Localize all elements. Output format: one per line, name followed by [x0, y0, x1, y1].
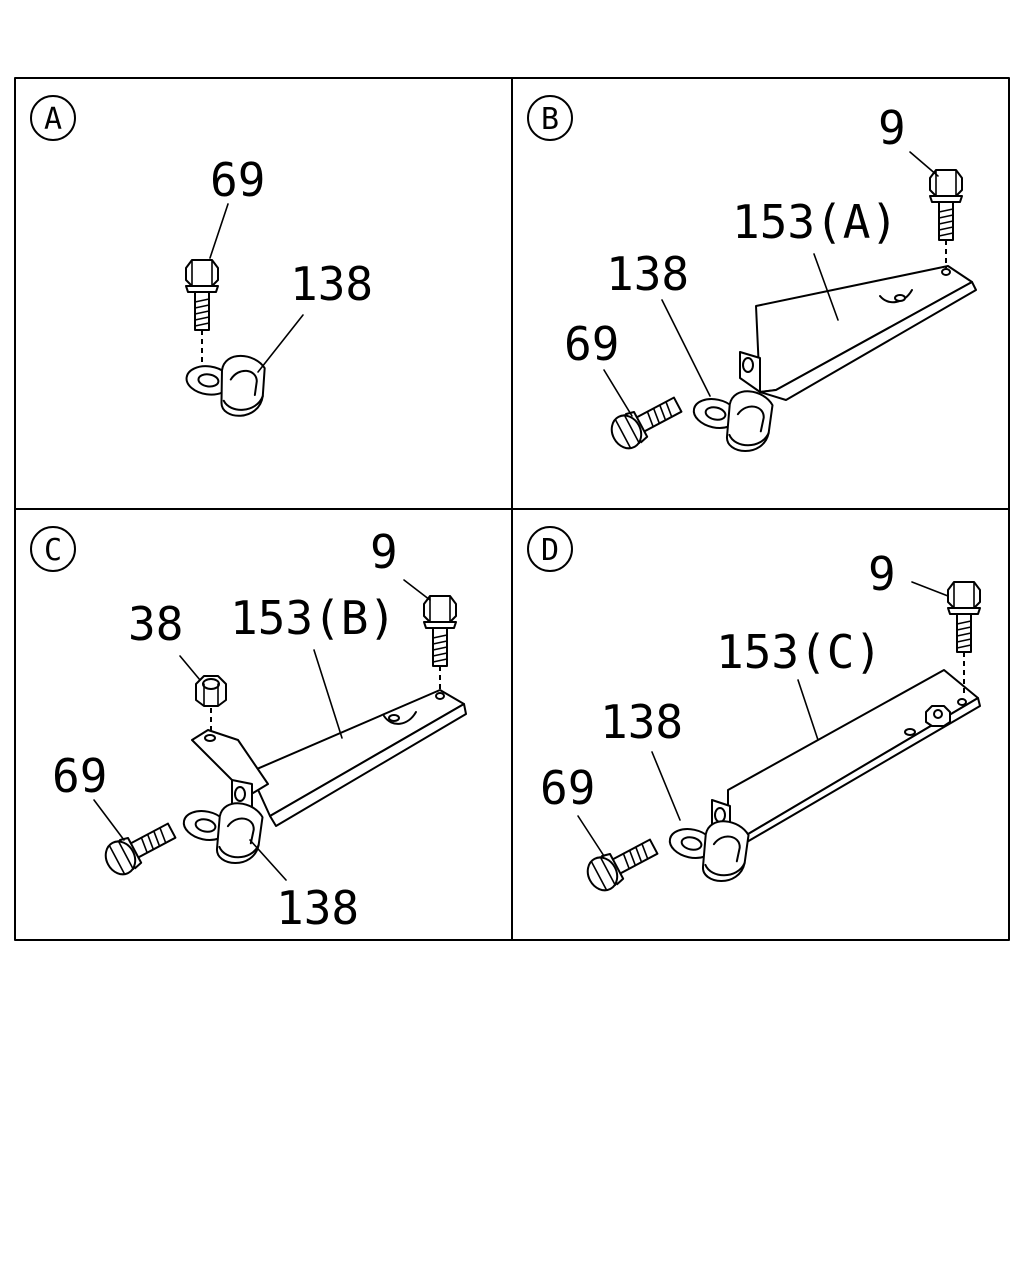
callout-69: 69 [52, 749, 107, 803]
leader-line [797, 679, 819, 741]
leader-line [661, 299, 711, 397]
leader-line [911, 581, 949, 597]
panel-letter-badge: C [30, 526, 76, 572]
panel-b: B 9 153(A) 138 69 [527, 95, 977, 457]
callout-138: 138 [276, 881, 359, 935]
nut-38 [195, 675, 227, 707]
bolt-9 [423, 595, 457, 667]
leader-line [179, 655, 201, 681]
callout-138: 138 [606, 247, 689, 301]
leader-line [651, 751, 681, 821]
leader-line [909, 151, 939, 177]
bolt-69 [185, 259, 219, 331]
leader-line [257, 314, 304, 373]
leader-line [249, 839, 287, 881]
panel-c: C [30, 525, 467, 935]
callout-153c: 153(C) [716, 625, 882, 679]
panel-letter: C [44, 533, 62, 568]
panel-letter: B [541, 102, 559, 137]
panel-d: D 9 153(C) 138 69 [527, 526, 981, 897]
bracket-153a [739, 265, 977, 401]
callout-153b: 153(B) [230, 591, 396, 645]
callout-69: 69 [540, 761, 595, 815]
bolt-9 [929, 169, 963, 241]
callout-138: 138 [600, 695, 683, 749]
bolt-69 [605, 388, 687, 455]
leader-line [93, 799, 125, 841]
panel-a: A 69 138 [30, 95, 373, 420]
panel-letter: A [44, 102, 62, 137]
panel-letter-badge: D [527, 526, 573, 572]
panel-grid [14, 77, 1010, 941]
leader-line [603, 369, 633, 417]
bolt-9 [947, 581, 981, 653]
callout-153a: 153(A) [732, 195, 898, 249]
clip-138 [181, 347, 269, 420]
callout-138: 138 [290, 257, 373, 311]
callout-69: 69 [210, 153, 265, 207]
leader-line [813, 253, 839, 321]
callout-38: 38 [128, 597, 183, 651]
panel-letter-badge: A [30, 95, 76, 141]
nut-on-bracket [925, 705, 951, 727]
callout-9: 9 [370, 525, 398, 579]
bracket-153b [191, 689, 467, 827]
panel-letter-badge: B [527, 95, 573, 141]
callout-9: 9 [878, 101, 906, 155]
panel-letter: D [541, 533, 559, 568]
leader-line [403, 579, 431, 601]
bracket-153c [711, 669, 981, 847]
leader-line [209, 203, 229, 259]
leader-line [577, 815, 605, 857]
clip-138 [176, 791, 268, 869]
leader-line [313, 649, 343, 739]
callout-9: 9 [868, 547, 896, 601]
callout-69: 69 [564, 317, 619, 371]
